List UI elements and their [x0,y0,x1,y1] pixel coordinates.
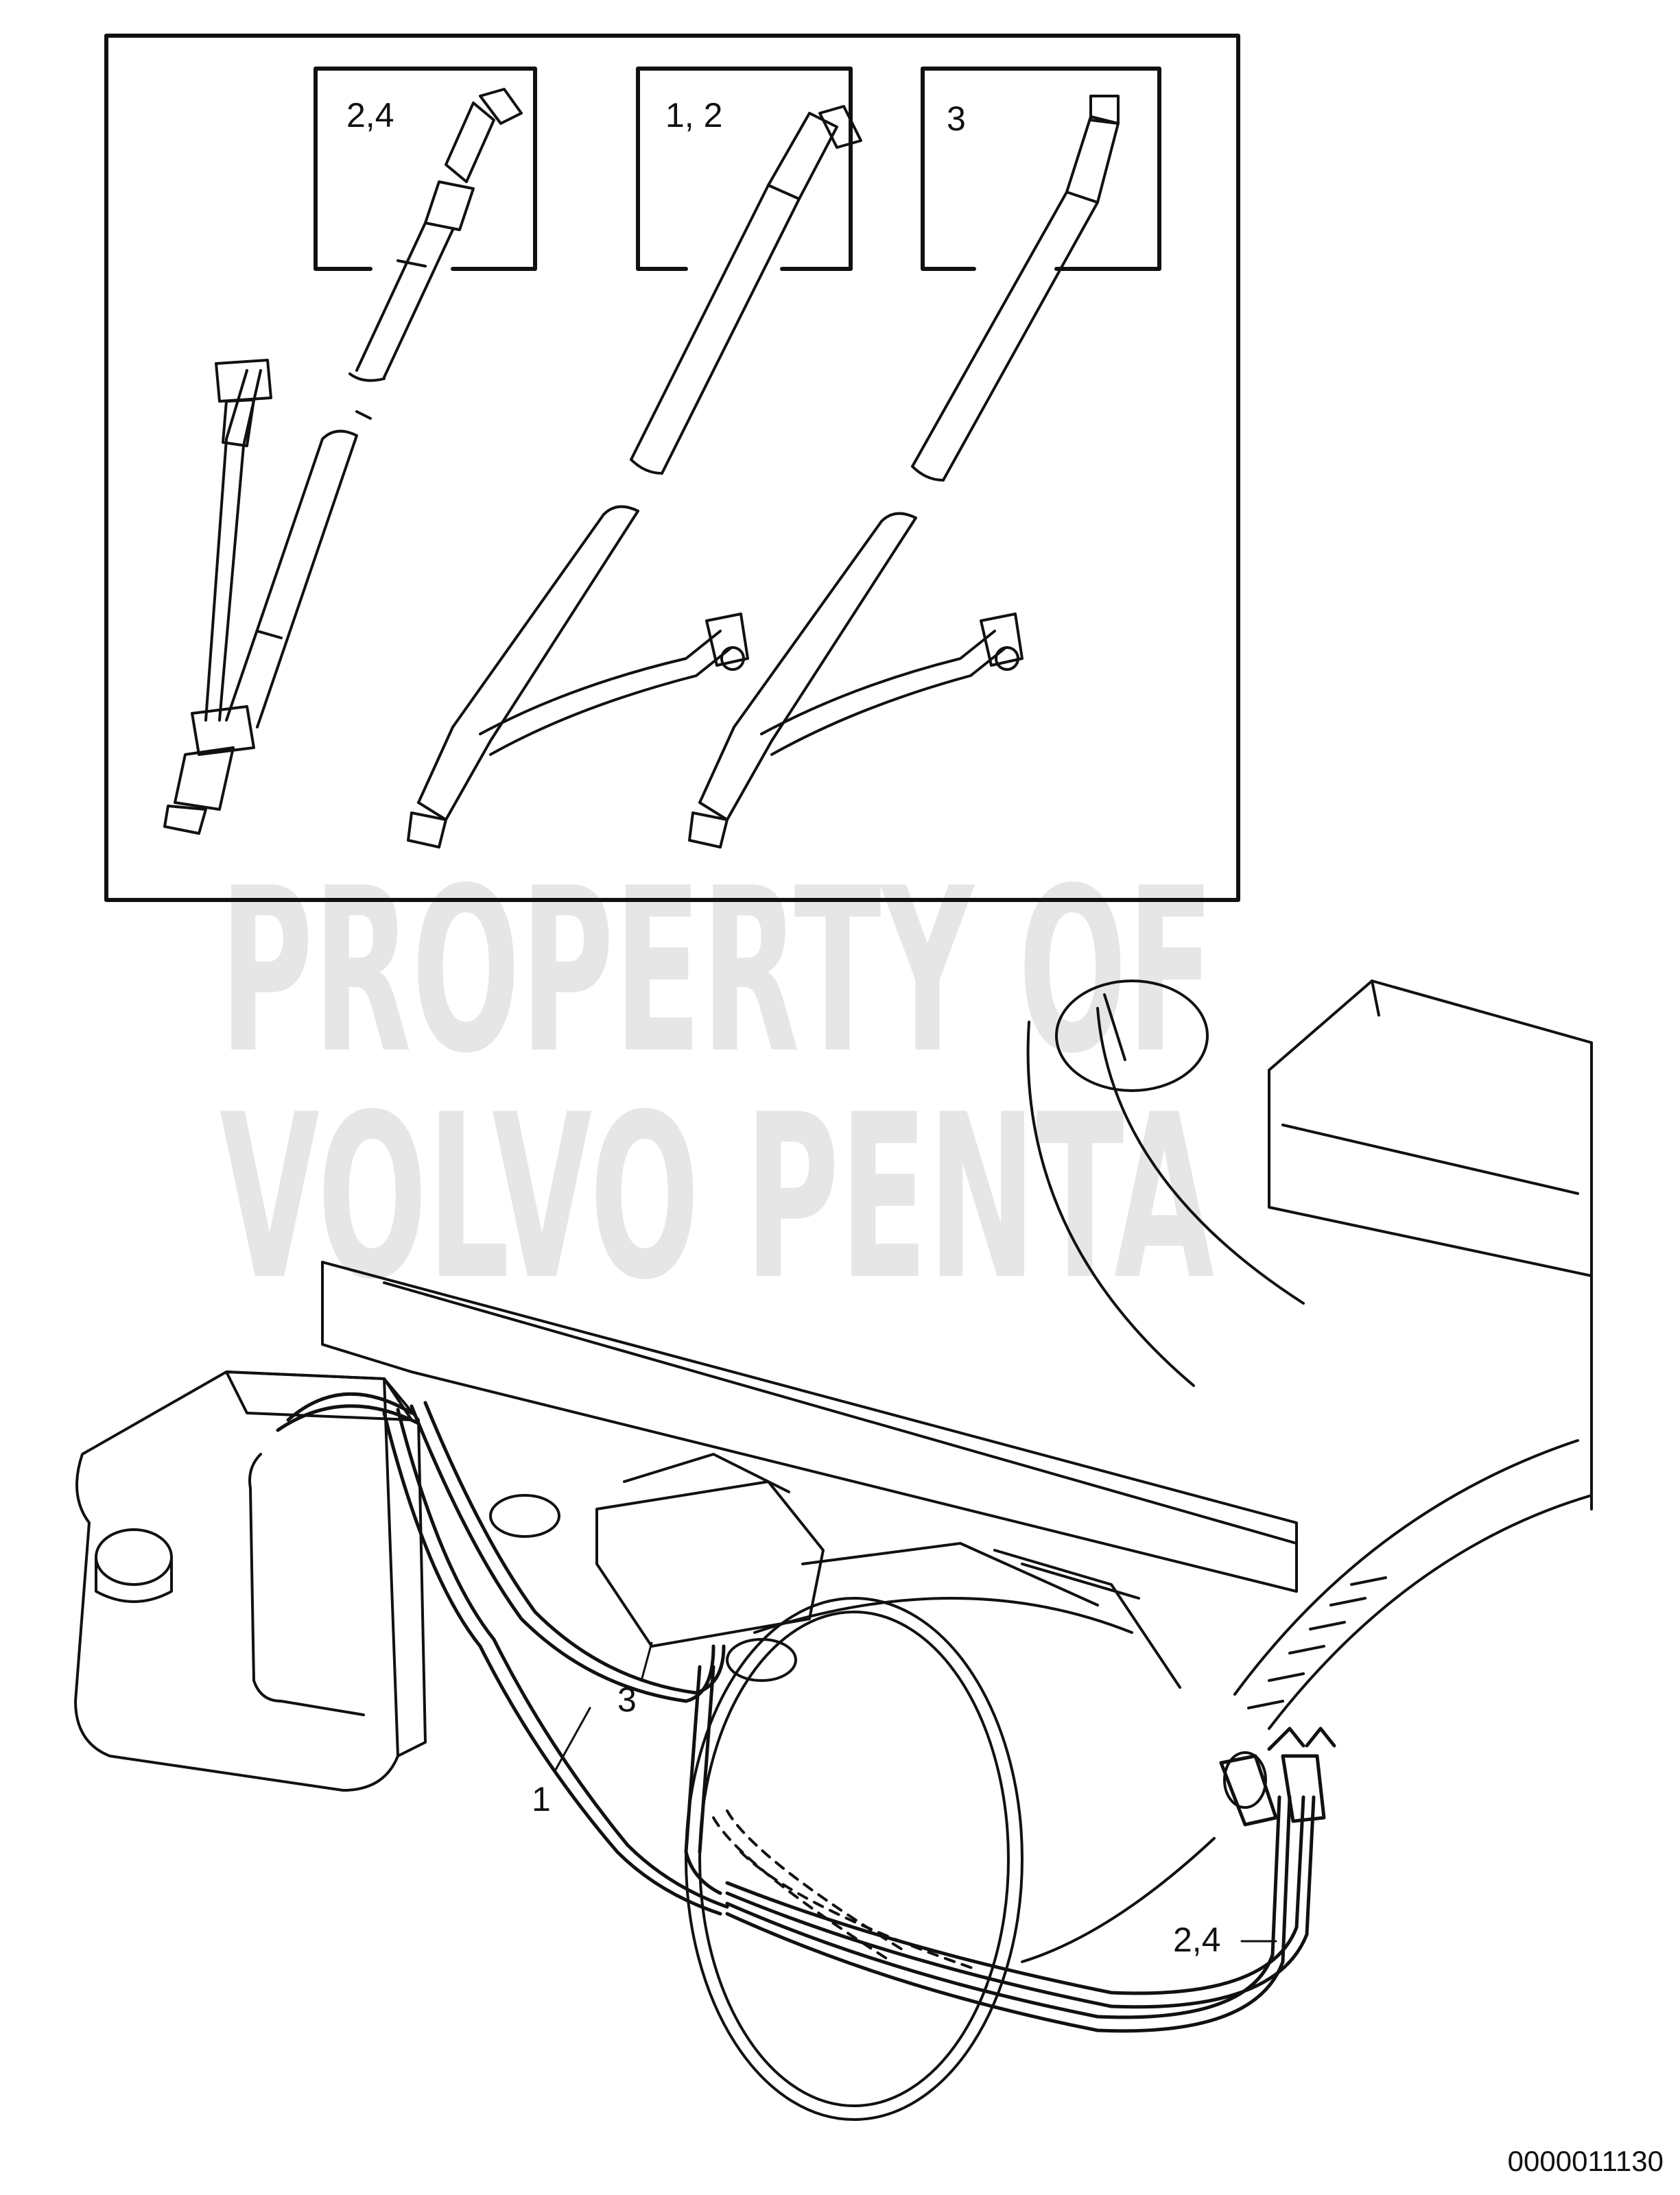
watermark: PROPERTY OF VOLVO PENTA [220,840,1215,1329]
harness-2-4 [163,88,523,835]
engine-illustration [74,980,1593,2121]
inset-panel: 2,4 1, 2 3 [104,34,1240,902]
callout-2-4: 2,4 [346,96,394,134]
harness-3 [688,95,1120,849]
label-cable-2-4: 2,4 [1173,1921,1221,1959]
label-cable-1: 1 [532,1780,551,1818]
hidden-cable-runs [712,1810,975,1970]
callout-box-1-2 [636,67,853,271]
main-cables [276,1392,1336,2033]
label-cable-3: 3 [617,1681,637,1719]
callout-1-2: 1, 2 [665,96,722,134]
watermark-line-1: PROPERTY OF [220,840,1214,1103]
watermark-line-2: VOLVO PENTA [220,1066,1215,1329]
callout-box-3 [921,67,1161,271]
figure-number: 0000011130 [1508,2145,1664,2177]
callout-box-2-4 [313,67,537,271]
leader-lines [554,1641,1277,1943]
callout-3: 3 [947,99,966,138]
harness-1-2 [407,105,862,849]
